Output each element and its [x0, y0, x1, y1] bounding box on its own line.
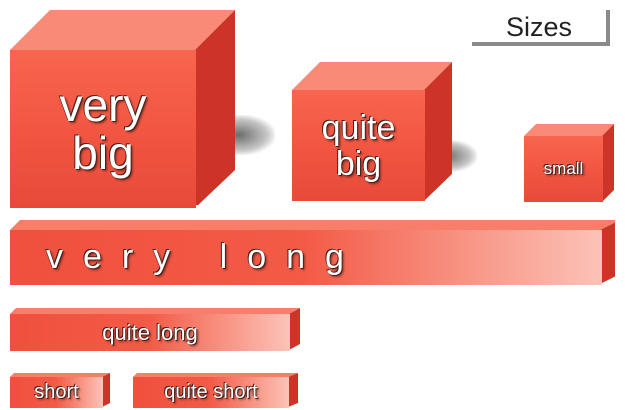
quite-big-3d-faces: [292, 62, 452, 201]
very-long-face: very long: [10, 230, 602, 285]
short-3d-faces: [10, 373, 110, 407]
quite-big-label: quite big: [321, 108, 396, 183]
small-block: small: [524, 124, 619, 204]
quite-short-label: quite short: [164, 381, 258, 403]
quite-short-face: quite short: [133, 377, 289, 408]
quite-long-block: quite long: [10, 308, 300, 354]
short-label: short: [34, 381, 79, 403]
quite-short-block: quite short: [133, 373, 298, 409]
quite-big-block: quite big: [292, 62, 477, 207]
quite-long-face: quite long: [10, 314, 290, 351]
quite-long-3d-faces: [10, 308, 300, 350]
quite-big-face: quite big: [292, 90, 425, 201]
quite-long-label: quite long: [102, 319, 198, 345]
small-3d-faces: [524, 124, 614, 202]
very-long-3d-faces: [10, 220, 615, 284]
very-big-block: very big: [10, 10, 275, 208]
short-block: short: [10, 373, 110, 409]
very-big-face: very big: [10, 50, 196, 208]
quite-short-3d-faces: [133, 373, 298, 407]
short-face: short: [10, 377, 103, 408]
small-label: small: [543, 159, 584, 178]
small-face: small: [524, 136, 603, 202]
very-big-3d-faces: [10, 10, 235, 205]
very-big-label: very big: [59, 79, 147, 179]
title-label: Sizes: [472, 10, 610, 46]
very-long-block: very long: [10, 220, 615, 288]
very-long-label: very long: [46, 238, 364, 276]
